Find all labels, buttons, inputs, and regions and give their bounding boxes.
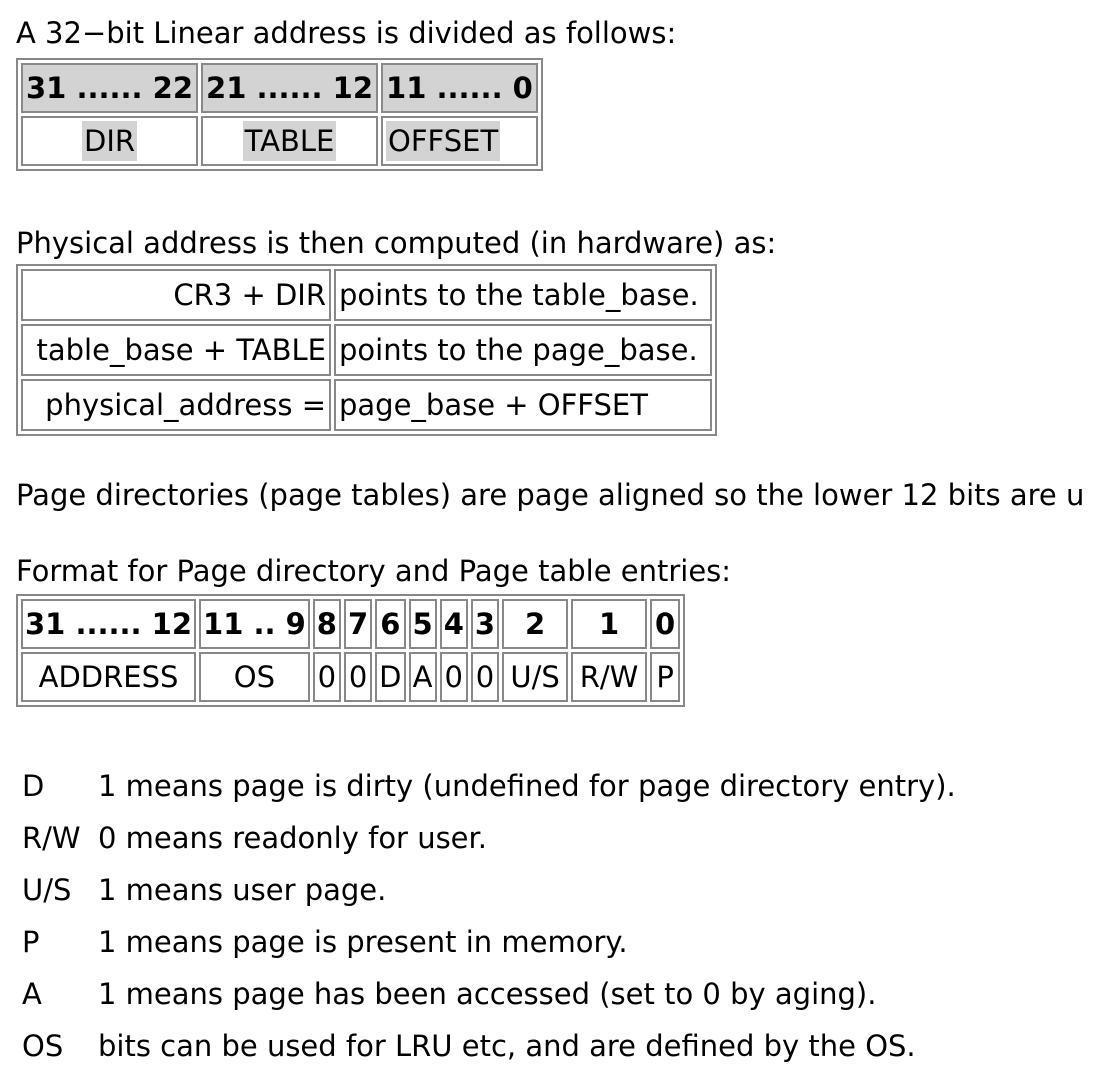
field-cell: 0	[312, 652, 341, 702]
definition-description: bits can be used for LRU etc, and are de…	[98, 1029, 916, 1063]
bit-header: 3	[470, 599, 500, 649]
field-cell: U/S	[502, 652, 569, 702]
bit-range-header: 11 ...... 0	[381, 63, 538, 113]
field-cell: R/W	[571, 652, 648, 702]
field-cell: 0	[439, 652, 468, 702]
definition-term: R/W	[22, 821, 81, 855]
linear-address-table: 31 ...... 22 21 ...... 12 11 ...... 0 DI…	[16, 58, 543, 171]
field-dir: DIR	[81, 121, 138, 161]
bit-header: 8	[312, 599, 341, 649]
table-row: CR3 + DIR points to the table_base.	[21, 269, 712, 321]
field-cell: 0	[343, 652, 373, 702]
table-row: physical_address = page_base + OFFSET	[21, 379, 712, 431]
definition-description: 1 means page is present in memory.	[98, 925, 628, 959]
definition-term: OS	[22, 1029, 64, 1063]
definition-term: A	[22, 977, 42, 1011]
field-offset: OFFSET	[386, 121, 501, 161]
bit-header: 0	[650, 599, 681, 649]
bit-header: 5	[408, 599, 437, 649]
definition-description: 1 means page is dirty (undefined for pag…	[98, 769, 956, 803]
bit-range-header: 31 ...... 22	[21, 63, 199, 113]
definition-term: D	[22, 769, 45, 803]
computation-right: points to the table_base.	[334, 269, 712, 321]
linear-address-intro: A 32−bit Linear address is divided as fo…	[16, 16, 677, 50]
definition-term: U/S	[22, 873, 72, 907]
bit-range-header: 21 ...... 12	[201, 63, 379, 113]
field-cell: ADDRESS	[21, 652, 197, 702]
physical-address-intro: Physical address is then computed (in ha…	[16, 226, 777, 260]
field-cell: OFFSET	[381, 116, 538, 166]
field-cell: A	[408, 652, 437, 702]
bit-header: 2	[502, 599, 569, 649]
table-row: DIR TABLE OFFSET	[21, 116, 538, 166]
field-cell: P	[650, 652, 681, 702]
computation-left: table_base + TABLE	[21, 324, 331, 376]
list-item: OS bits can be used for LRU etc, and are …	[18, 1020, 956, 1072]
list-item: R/W 0 means readonly for user.	[18, 812, 956, 864]
computation-right: points to the page_base.	[334, 324, 712, 376]
field-cell: DIR	[21, 116, 199, 166]
bit-header: 11 .. 9	[199, 599, 310, 649]
computation-left: physical_address =	[21, 379, 331, 431]
computation-right: page_base + OFFSET	[334, 379, 712, 431]
list-item: P 1 means page is present in memory.	[18, 916, 956, 968]
bit-header: 1	[571, 599, 648, 649]
table-row: table_base + TABLE points to the page_ba…	[21, 324, 712, 376]
bit-header: 7	[343, 599, 373, 649]
flag-definitions-list: D 1 means page is dirty (undefined for pa…	[18, 760, 956, 1072]
definition-term: P	[22, 925, 40, 959]
bit-header: 31 ...... 12	[21, 599, 197, 649]
computation-left: CR3 + DIR	[21, 269, 331, 321]
table-row: 31 ...... 12 11 .. 9 8 7 6 5 4 3 2 1 0	[21, 599, 681, 649]
field-table: TABLE	[242, 121, 337, 161]
definition-description: 0 means readonly for user.	[98, 821, 488, 855]
field-cell: OS	[199, 652, 310, 702]
list-item: A 1 means page has been accessed (set to …	[18, 968, 956, 1020]
definition-description: 1 means user page.	[98, 873, 387, 907]
bit-header: 4	[439, 599, 468, 649]
table-row: 31 ...... 22 21 ...... 12 11 ...... 0	[21, 63, 538, 113]
page-entry-format-table: 31 ...... 12 11 .. 9 8 7 6 5 4 3 2 1 0 A…	[16, 594, 686, 707]
list-item: D 1 means page is dirty (undefined for pa…	[18, 760, 956, 812]
table-row: ADDRESS OS 0 0 D A 0 0 U/S R/W P	[21, 652, 681, 702]
alignment-note: Page directories (page tables) are page …	[16, 478, 1085, 512]
field-cell: D	[375, 652, 406, 702]
field-cell: 0	[470, 652, 500, 702]
field-cell: TABLE	[201, 116, 379, 166]
format-intro: Format for Page directory and Page table…	[16, 554, 732, 588]
bit-header: 6	[375, 599, 406, 649]
physical-address-table: CR3 + DIR points to the table_base. tabl…	[16, 264, 717, 436]
list-item: U/S 1 means user page.	[18, 864, 956, 916]
definition-description: 1 means page has been accessed (set to 0…	[98, 977, 877, 1011]
